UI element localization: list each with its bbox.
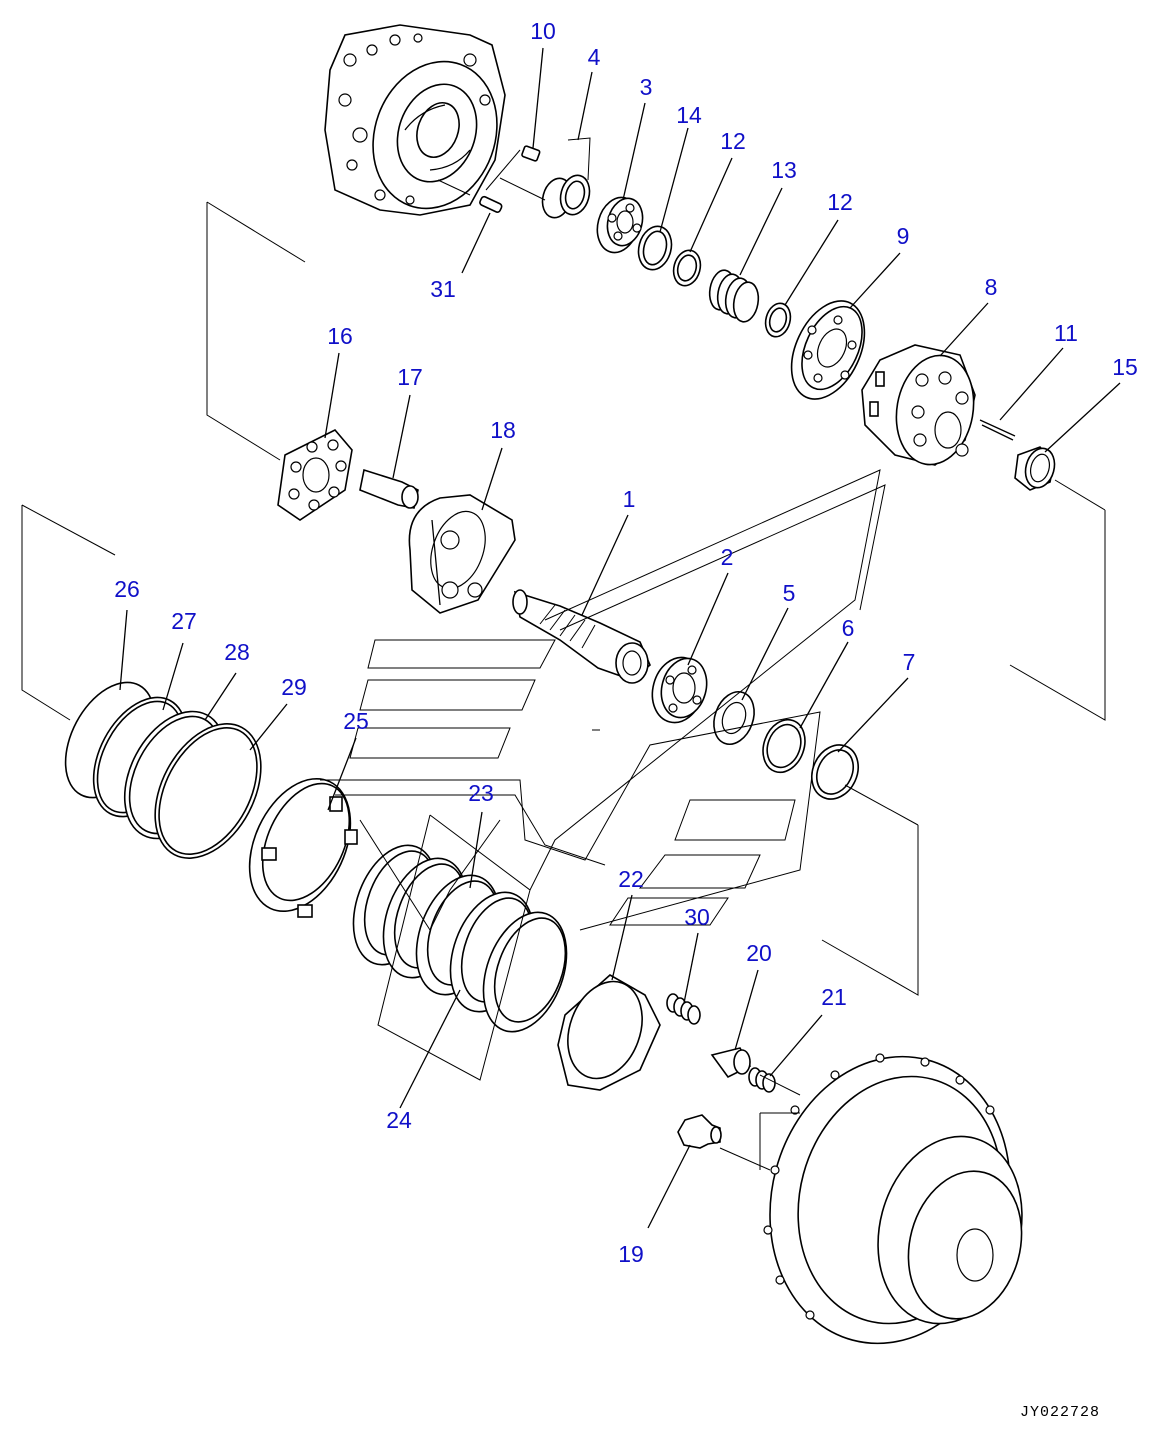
- valve-plate-16: [277, 429, 353, 521]
- callout-9: 9: [897, 223, 910, 249]
- callout-24: 24: [386, 1107, 412, 1133]
- callout-8: 8: [985, 274, 998, 300]
- ring-12-a: [672, 249, 702, 287]
- spring-13: [708, 269, 760, 323]
- leader-lines: [119, 47, 1121, 1229]
- cylinder-block-8: [861, 344, 976, 466]
- swash-plate-18: [408, 494, 516, 614]
- callout-7: 7: [903, 649, 916, 675]
- brake-piston-25: [248, 777, 358, 918]
- callout-3: 3: [640, 74, 653, 100]
- callout-10: 10: [530, 18, 556, 44]
- callout-31: 31: [430, 276, 456, 302]
- callout-13: 13: [771, 157, 797, 183]
- callout-23: 23: [468, 780, 494, 806]
- callout-6: 6: [842, 615, 855, 641]
- callout-labels: 10 4 3 14 12 13 12 9 8 11 15 31 16 17 18…: [114, 18, 1138, 1267]
- plate-22: [557, 974, 661, 1091]
- brake-discs-23-24: [352, 814, 568, 1081]
- drawing-id: JY022728: [1019, 1404, 1100, 1421]
- callout-11: 11: [1054, 320, 1078, 346]
- ring-12-b: [764, 302, 792, 338]
- callout-12-a: 12: [720, 128, 746, 154]
- o-ring-29: [154, 723, 262, 859]
- callout-19: 19: [618, 1241, 644, 1267]
- callout-26: 26: [114, 576, 140, 602]
- callout-25: 25: [343, 708, 369, 734]
- sleeve-20: [710, 1047, 752, 1079]
- ring-6: [762, 718, 806, 774]
- callout-18: 18: [490, 417, 516, 443]
- callout-4: 4: [588, 44, 601, 70]
- motor-housing: [324, 24, 506, 216]
- callout-1: 1: [623, 486, 636, 512]
- ring-4: [541, 137, 591, 219]
- callout-21: 21: [821, 984, 847, 1010]
- callout-28: 28: [224, 639, 250, 665]
- callout-17: 17: [397, 364, 423, 390]
- seal-5: [713, 691, 755, 745]
- callout-27: 27: [171, 608, 197, 634]
- callout-22: 22: [618, 866, 644, 892]
- shaft-1: [512, 589, 651, 684]
- callout-12-b: 12: [827, 189, 853, 215]
- callout-30: 30: [684, 904, 710, 930]
- bearing-2: [651, 656, 708, 724]
- callout-2: 2: [721, 544, 734, 570]
- callout-14: 14: [676, 102, 702, 128]
- pin-10: [521, 145, 541, 162]
- pin-31: [479, 195, 503, 213]
- pin-11: [979, 419, 1016, 441]
- callout-5: 5: [783, 580, 796, 606]
- callout-29: 29: [281, 674, 307, 700]
- spring-30: [666, 993, 701, 1025]
- guide-lines: [21, 149, 1106, 1171]
- callout-20: 20: [746, 940, 772, 966]
- piston-17: [359, 468, 419, 509]
- bushing-15: [1014, 446, 1056, 491]
- plug-19: [677, 1114, 722, 1149]
- callout-16: 16: [327, 323, 353, 349]
- bearing-3: [596, 196, 644, 254]
- hub: [763, 1053, 1023, 1345]
- snap-ring-14: [637, 225, 673, 271]
- callout-15: 15: [1112, 354, 1138, 380]
